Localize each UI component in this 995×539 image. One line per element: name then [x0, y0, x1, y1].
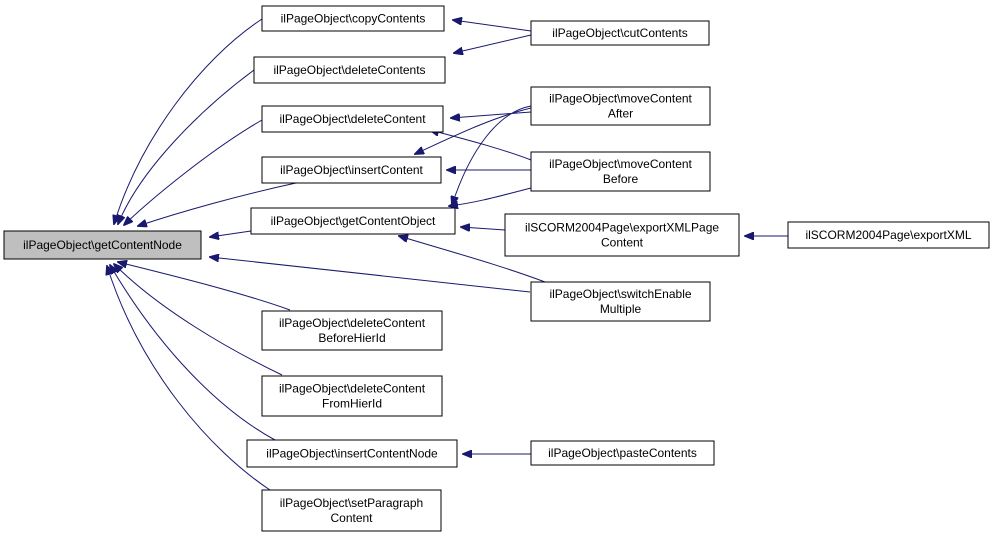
edge-n3-to-n0 — [124, 119, 263, 225]
node-label: ilPageObject\setParagraph — [280, 496, 423, 510]
node-n15[interactable]: ilPageObject\pasteContents — [530, 440, 715, 466]
node-label: Content — [330, 511, 373, 525]
edge-n4-to-n0 — [138, 182, 297, 226]
edge-n14-to-n5 — [399, 236, 546, 283]
node-box[interactable] — [253, 56, 446, 84]
node-label: ilSCORM2004Page\exportXMLPage — [525, 221, 719, 235]
node-box[interactable] — [530, 20, 710, 46]
node-box[interactable] — [530, 281, 711, 322]
nodes-layer: ilPageObject\getContentNode ilPageObject\… — [3, 5, 990, 532]
node-label: ilPageObject\switchEnable — [549, 287, 691, 301]
edge-n6-to-n0 — [118, 262, 291, 311]
node-n16[interactable]: ilSCORM2004Page\exportXML — [787, 221, 990, 249]
node-box[interactable] — [787, 221, 990, 249]
node-label: Content — [601, 236, 644, 250]
node-box[interactable] — [261, 310, 443, 351]
node-label: BeforeHierId — [318, 331, 385, 345]
edges-layer — [107, 18, 788, 491]
edge-n11-to-n4 — [415, 107, 532, 154]
node-box[interactable] — [261, 489, 442, 532]
node-n8[interactable]: ilPageObject\insertContentNode — [246, 439, 458, 468]
node-label: ilSCORM2004Page\exportXML — [805, 228, 971, 242]
node-label: ilPageObject\pasteContents — [548, 446, 697, 460]
node-box[interactable] — [250, 207, 456, 235]
node-label: ilPageObject\getContentObject — [271, 214, 436, 228]
edge-n1-to-n0 — [114, 18, 263, 224]
edge-n12-to-n5 — [449, 187, 532, 206]
node-label: ilPageObject\moveContent — [549, 157, 692, 171]
node-label: ilPageObject\moveContent — [549, 92, 692, 106]
edge-n7-to-n0 — [114, 264, 283, 376]
node-n5[interactable]: ilPageObject\getContentObject — [250, 207, 456, 235]
node-box[interactable] — [504, 213, 740, 257]
node-n2[interactable]: ilPageObject\deleteContents — [253, 56, 446, 84]
edge-n5-to-n0 — [210, 230, 252, 237]
node-n4[interactable]: ilPageObject\insertContent — [261, 156, 442, 184]
node-box[interactable] — [261, 156, 442, 184]
edge-n8-to-n0 — [110, 265, 276, 441]
node-n10[interactable]: ilPageObject\cutContents — [530, 20, 710, 46]
node-label: ilPageObject\deleteContent — [279, 112, 426, 126]
edge-n12-to-n3 — [430, 130, 532, 161]
node-label: ilPageObject\insertContentNode — [266, 447, 438, 461]
edge-n9-to-n0 — [107, 266, 271, 491]
node-label: ilPageObject\deleteContent — [279, 382, 426, 396]
edge-n2-to-n0 — [118, 69, 255, 224]
node-label: ilPageObject\deleteContent — [279, 316, 426, 330]
node-label: ilPageObject\deleteContents — [273, 63, 425, 77]
edge-n10-to-n1 — [453, 20, 532, 32]
node-n3[interactable]: ilPageObject\deleteContent — [261, 105, 444, 133]
node-label: ilPageObject\insertContent — [280, 163, 423, 177]
node-box[interactable] — [530, 151, 711, 192]
node-label: After — [608, 107, 633, 121]
node-label: ilPageObject\cutContents — [552, 26, 687, 40]
node-box[interactable] — [246, 439, 458, 468]
edge-n10-to-n2 — [454, 34, 532, 53]
node-label: Before — [603, 172, 639, 186]
node-n0[interactable]: ilPageObject\getContentNode — [3, 230, 202, 260]
node-box[interactable] — [261, 105, 444, 133]
node-box[interactable] — [261, 5, 445, 32]
node-n1[interactable]: ilPageObject\copyContents — [261, 5, 445, 32]
edge-n14-to-n0 — [210, 257, 531, 293]
node-label: ilPageObject\copyContents — [281, 12, 426, 26]
node-label: Multiple — [600, 302, 642, 316]
node-label: ilPageObject\getContentNode — [23, 238, 182, 252]
node-box[interactable] — [3, 230, 202, 260]
node-box[interactable] — [530, 440, 715, 466]
node-box[interactable] — [530, 86, 711, 126]
node-box[interactable] — [261, 375, 443, 417]
edge-n11-to-n3 — [451, 111, 532, 118]
edge-n13-to-n5 — [461, 227, 506, 230]
node-label: FromHierId — [322, 397, 382, 411]
edge-n11-to-n5 — [452, 105, 532, 205]
